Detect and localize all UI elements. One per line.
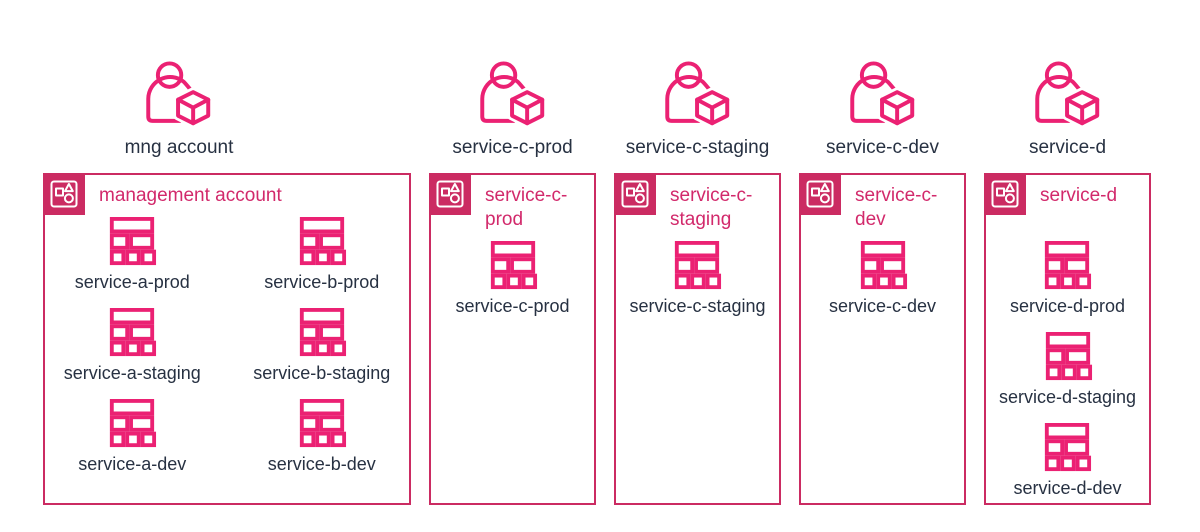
account-header-label: service-c-dev [855, 185, 938, 231]
resource-stack-icon [110, 217, 157, 266]
actor [799, 52, 966, 128]
user-with-cube-icon [1034, 61, 1101, 128]
account-column: mng account management account service-a… [43, 52, 411, 505]
stack-label: service-b-prod [264, 272, 380, 293]
resource-stack-icon [1045, 332, 1092, 381]
account-box: service-c-prod service-c-prod [429, 173, 596, 505]
resource-stack-icon [1045, 423, 1092, 472]
stack-item: service-d-dev [1013, 423, 1122, 499]
actor-label: mng account [124, 137, 234, 158]
stack-item: service-d-prod [1010, 241, 1125, 317]
stack-label: service-a-dev [78, 454, 187, 475]
stack-item: service-a-prod [45, 217, 220, 293]
stack-label: service-d-staging [998, 387, 1137, 407]
stack-label: service-b-staging [253, 363, 391, 384]
actor-label: service-d [1028, 137, 1107, 158]
resource-stack-icon [860, 241, 907, 290]
actor [429, 52, 596, 128]
resource-stack-icon [299, 308, 346, 357]
actor [43, 52, 411, 128]
stack-item: service-b-dev [235, 399, 410, 475]
stack-label: service-c-dev [828, 296, 937, 316]
stack-list: service-d-prod service-d-staging service… [986, 241, 1149, 499]
stack-item: service-b-prod [235, 217, 410, 293]
account-badge-icon [799, 173, 841, 215]
resource-stack-icon [490, 241, 537, 290]
account-column: service-c-dev service-c-dev service-c-de… [799, 52, 966, 505]
resource-stack-icon [110, 399, 157, 448]
user-with-cube-icon [146, 61, 212, 128]
actor-label: service-c-staging [625, 137, 770, 158]
account-header-label: service-c-prod [485, 185, 568, 231]
diagram-columns: mng account management account service-a… [43, 52, 1170, 505]
stack-list: service-c-dev [801, 241, 964, 317]
stack-label: service-c-prod [455, 296, 570, 316]
stack-label: service-b-dev [267, 454, 376, 475]
stack-item: service-c-prod [455, 241, 570, 317]
account-header-label: service-d [1040, 185, 1118, 206]
stack-list: service-c-staging [616, 241, 779, 317]
stack-label: service-d-dev [1013, 478, 1122, 498]
stack-item: service-a-dev [45, 399, 220, 475]
resource-stack-icon [110, 308, 157, 357]
account-badge-icon [43, 173, 85, 215]
resource-stack-icon [299, 217, 346, 266]
actor-label: service-c-dev [826, 137, 939, 158]
account-header-label: service-c-staging [670, 185, 753, 231]
resource-stack-icon [675, 241, 722, 290]
user-with-cube-icon [479, 61, 546, 128]
user-with-cube-icon [664, 61, 731, 128]
account-column: service-c-prod service-c-prod service-c-… [429, 52, 596, 505]
account-column: service-d service-d service-d-prod [984, 52, 1151, 505]
account-badge-icon [984, 173, 1026, 215]
stack-label: service-a-prod [74, 272, 190, 293]
resource-stack-icon [1045, 241, 1092, 290]
stack-item: service-c-staging [629, 241, 766, 317]
account-column: service-c-staging service-c-staging serv… [614, 52, 781, 505]
stack-list: service-a-prod service-b-prod service-a-… [45, 217, 409, 483]
stack-label: service-d-prod [1009, 296, 1126, 316]
stack-label: service-a-staging [63, 363, 201, 384]
stack-item: service-c-dev [829, 241, 936, 317]
resource-stack-icon [299, 399, 346, 448]
stack-label: service-c-staging [629, 296, 766, 316]
account-box: management account service-a-prod servic… [43, 173, 411, 505]
actor-label: service-c-prod [452, 137, 573, 158]
stack-list: service-c-prod [431, 241, 594, 317]
account-badge-icon [429, 173, 471, 215]
account-box: service-c-dev service-c-dev [799, 173, 966, 505]
actor [614, 52, 781, 128]
stack-item: service-d-staging [999, 332, 1136, 408]
actor [984, 52, 1151, 128]
account-box: service-c-staging service-c-staging [614, 173, 781, 505]
stack-item: service-a-staging [45, 308, 220, 384]
stack-item: service-b-staging [235, 308, 410, 384]
account-badge-icon [614, 173, 656, 215]
account-header-label: management account [99, 185, 282, 206]
user-with-cube-icon [849, 61, 916, 128]
account-box: service-d service-d-prod service-d-stagi… [984, 173, 1151, 505]
